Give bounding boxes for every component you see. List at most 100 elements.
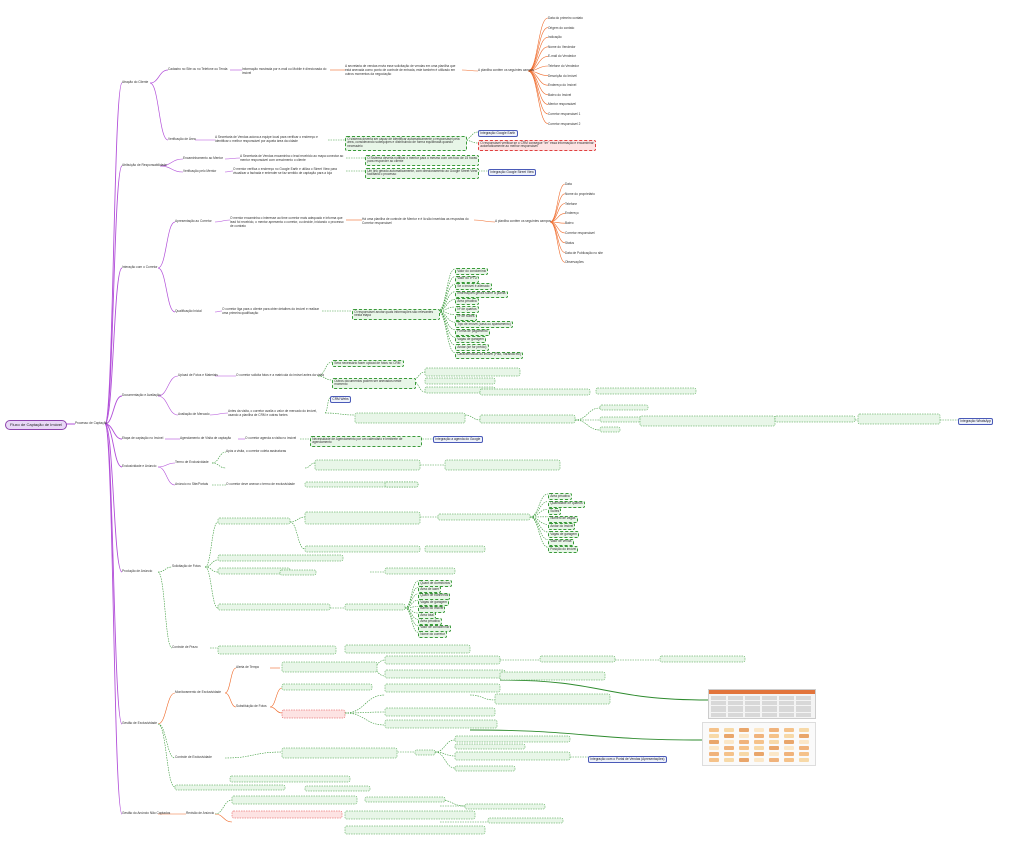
node-anuncio-site[interactable]: Anúncio no Site/Portais (175, 482, 209, 486)
photo-leaf[interactable]: Suítes (548, 508, 562, 516)
note-box[interactable] (444, 459, 561, 471)
field-a-leaf[interactable]: Corretor responsável 2 (548, 121, 581, 126)
field-c-leaf[interactable]: Observações (565, 260, 584, 265)
note-box[interactable] (314, 459, 421, 471)
note-box[interactable] (217, 603, 331, 611)
field-a-leaf[interactable]: Origem do contato (548, 25, 575, 30)
note-box[interactable] (304, 785, 371, 792)
photo-leaf[interactable]: Valor de venda (548, 538, 574, 546)
tag-google-earth[interactable]: Integração Google Earth (478, 130, 518, 137)
note-box[interactable] (424, 367, 521, 377)
note-box[interactable] (384, 481, 419, 488)
note-box[interactable] (229, 775, 351, 783)
node-notificar-mentor[interactable]: O Sistema deveria notificar o mentor par… (365, 155, 480, 166)
node-apresentacao[interactable]: Apresentação ao Corretor (175, 219, 212, 223)
note-box[interactable] (659, 655, 746, 663)
note-box[interactable] (384, 567, 456, 575)
node-solicita-fotos[interactable]: O corretor solicita fotos e a matrícula … (236, 373, 324, 377)
node-informacao[interactable]: Informação mostrada por e-mail ou Mobile… (242, 67, 327, 75)
field-c-leaf[interactable]: Endereço (565, 211, 579, 216)
note-box[interactable] (344, 644, 471, 654)
node-substituicao-fotos[interactable]: Substituição de Fotos (236, 704, 267, 708)
node-mentor-earth[interactable]: O mentor verifica o endereço no Google E… (233, 167, 337, 175)
field-c-leaf[interactable]: Bairro (565, 221, 574, 226)
note-box[interactable] (599, 404, 649, 411)
node-cadastro[interactable]: Cadastro no Site ou no Telefone ou Tenda (168, 67, 228, 71)
tag-portal-vendas[interactable]: Integração com o Portal de Vendas (Apres… (588, 756, 667, 763)
node-avaliacao[interactable]: Avaliação de Mercado (178, 412, 210, 416)
node-mentor-encaminha[interactable]: O mentor encaminha o interesse ao time c… (230, 216, 344, 228)
node-encaminhamento[interactable]: Encaminhamento ao Mentor (183, 156, 224, 160)
note-box[interactable] (231, 810, 343, 819)
note-box[interactable] (424, 377, 496, 385)
note-box[interactable] (217, 517, 291, 525)
section-documentacao[interactable]: Documentação e Avaliação (122, 393, 161, 397)
node-avalia-valor[interactable]: Antes da visita, o corretor avalia o val… (228, 409, 317, 417)
node-agendamento[interactable]: Agendamento de Visita de captação (180, 436, 232, 440)
section-atribuicao[interactable]: Atribuição de Responsabilidade (122, 163, 167, 167)
note-box[interactable] (344, 825, 486, 835)
note-box[interactable] (494, 693, 611, 705)
note-box[interactable] (344, 810, 476, 820)
qualif-leaf[interactable]: Forma de pagamento (455, 328, 490, 336)
tag-street-view[interactable]: Integração Google Street View (488, 169, 537, 176)
note-box[interactable] (217, 567, 291, 575)
qualif-leaf[interactable]: Se o imóvel é alienado (455, 283, 492, 291)
tag-whatsapp[interactable]: Integração WhatsApp (958, 418, 994, 425)
section-atracao[interactable]: Atração do Cliente (122, 80, 149, 84)
field-a-leaf[interactable]: Telefone do Vendedor (548, 64, 580, 68)
node-controle-excl[interactable]: Controle de Exclusividade (175, 755, 212, 759)
note-box[interactable] (231, 795, 358, 805)
node-link-street[interactable]: Um link gerado automaticamente, com dire… (365, 168, 480, 179)
root-node[interactable]: Fluxo de Captação de Imóvel (5, 420, 68, 430)
node-responsavel-anotar[interactable]: O responsável anotar quais informações s… (352, 309, 441, 320)
note-box[interactable] (217, 645, 337, 655)
field-c-leaf[interactable]: Nome do proprietário (565, 191, 595, 196)
note-box[interactable] (279, 569, 317, 576)
field-a-leaf[interactable]: Indicação (548, 35, 562, 40)
node-corretor-liga[interactable]: O corretor liga para o cliente para obte… (222, 307, 320, 315)
node-agenda-visita[interactable]: O corretor agenda a visita no imóvel (245, 436, 297, 440)
qualif-leaf[interactable]: Nº de suítes (455, 313, 477, 321)
note-box[interactable] (304, 545, 421, 553)
photo-leaf[interactable]: Posição do imóvel (548, 546, 579, 554)
node-coleta-assinaturas[interactable]: Após a visita, o corretor coleta assinat… (226, 449, 287, 453)
qualif-leaf[interactable]: Vagas de garagem (455, 336, 487, 344)
node-planilha-campos[interactable]: A planilha contém os seguintes campos (478, 68, 534, 72)
qualif-leaf[interactable]: Informações gerais sobre a planta (455, 290, 508, 298)
note-box[interactable] (281, 661, 378, 673)
note-box[interactable] (304, 511, 421, 525)
qualif-leaf[interactable]: Valor do IPTU (455, 275, 480, 283)
field-c-leaf[interactable]: Telefone (565, 201, 578, 206)
photo-leaf[interactable]: Quantidade de quartos (548, 500, 585, 508)
note-box[interactable] (454, 735, 571, 743)
qualif-leaf[interactable]: Valor do condomínio (455, 268, 489, 275)
node-sistema-identificar[interactable]: O sistema deveria ser capaz de identific… (345, 136, 468, 151)
note-box[interactable] (639, 415, 776, 427)
note-box[interactable] (384, 719, 498, 729)
note-box[interactable] (384, 655, 501, 665)
node-crm-ler[interactable]: O responsável verificar se o CRM consegu… (478, 140, 597, 151)
node-monitoramento[interactable]: Monitoramento de Exclusividade (175, 690, 222, 694)
section-interacao[interactable]: Interação com o Corretor (122, 265, 158, 269)
node-planilha-mentor[interactable]: Há uma planilha de controle de Mentor e … (362, 217, 469, 225)
field-a-leaf[interactable]: Nome do Vendedor (548, 44, 576, 49)
note-box[interactable] (414, 749, 436, 756)
qualif-leaf[interactable]: Nº de quartos (455, 306, 479, 313)
note-box[interactable] (599, 426, 621, 433)
section-gestao-excl[interactable]: Gestão de Exclusividade (122, 721, 158, 725)
field-a-leaf[interactable]: Descrição do Imóvel (548, 73, 577, 78)
field-a-leaf[interactable]: Corretor responsável 1 (548, 112, 581, 116)
node-outros-docs[interactable]: Outros documentos podem ser anexados nes… (332, 378, 417, 389)
node-anexar-termo[interactable]: O corretor deve anexar o termo de exclus… (226, 482, 295, 486)
note-box[interactable] (499, 671, 606, 681)
qualif-leaf[interactable]: Andar (se for prédio) (455, 344, 489, 351)
note-box[interactable] (539, 655, 616, 663)
node-upload-fotos[interactable]: Upload de Fotos e Materiais (178, 373, 218, 377)
photo-leaf[interactable]: Número de vagas (548, 515, 578, 523)
note-box[interactable] (454, 751, 571, 761)
node-secretaria-lead[interactable]: A Secretaria de Vendas encaminha o lead … (240, 154, 344, 162)
node-verificacao-area[interactable]: Verificação de Área (168, 137, 196, 141)
tag-crm-webs[interactable]: CRM Webs (330, 396, 352, 403)
note-box[interactable] (774, 415, 856, 423)
